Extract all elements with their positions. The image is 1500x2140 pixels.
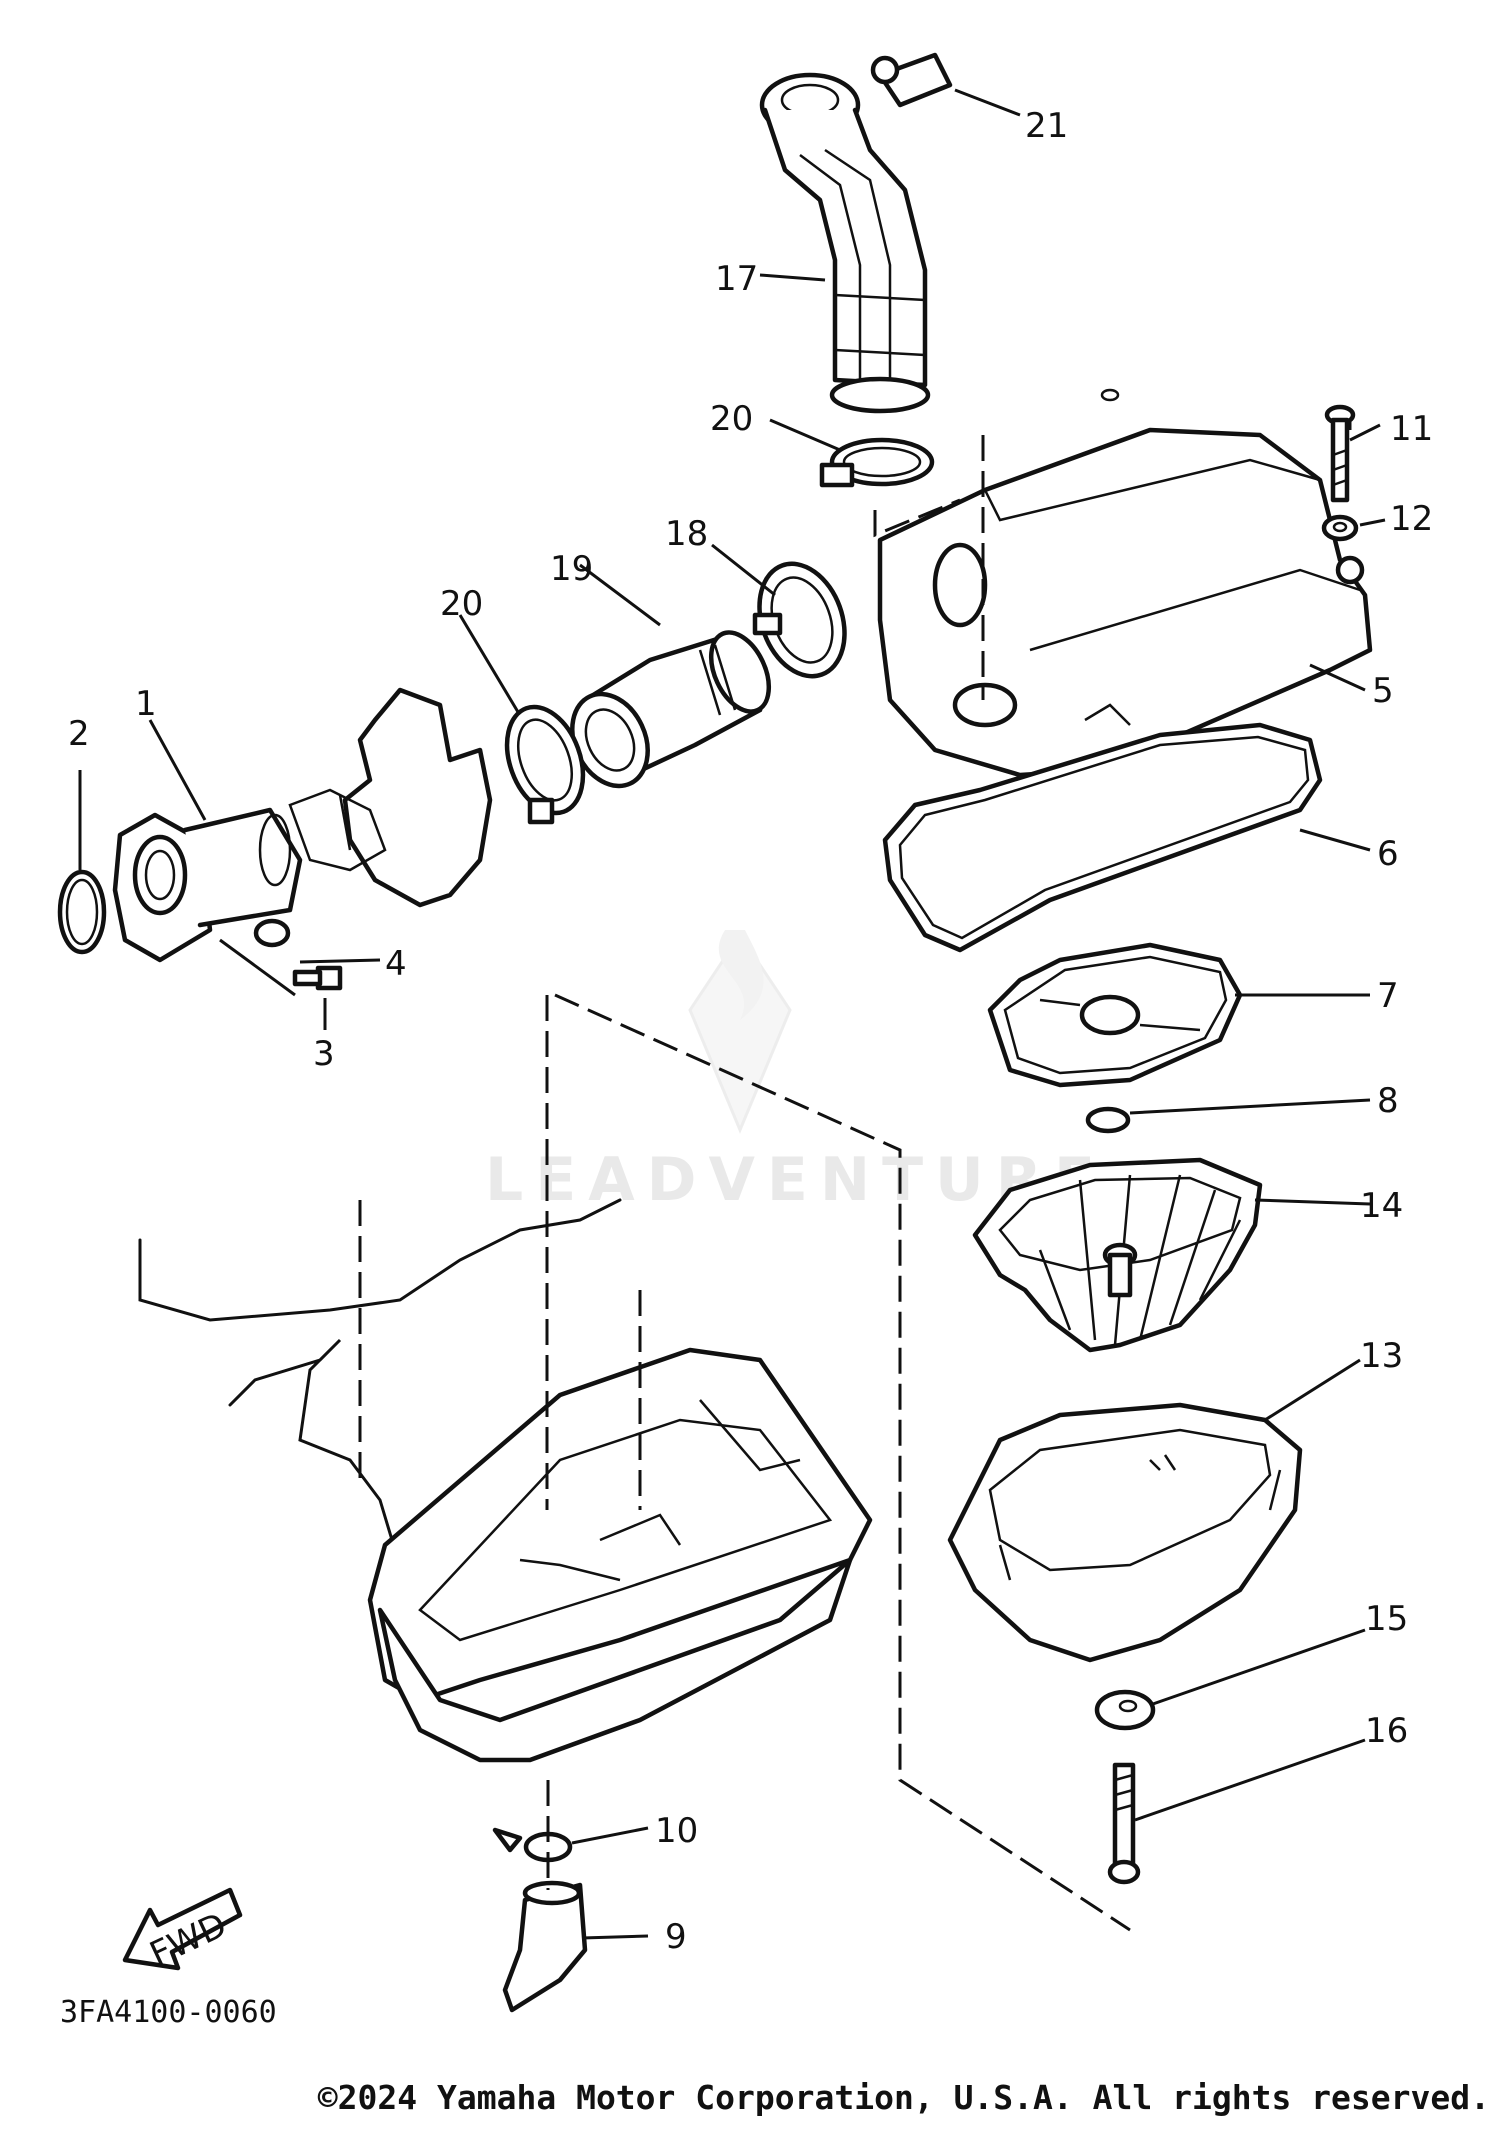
callout-21: 21 <box>1025 106 1068 146</box>
callout-20-upper: 20 <box>710 399 753 439</box>
part-3-bolt[interactable] <box>219 938 343 997</box>
callout-11: 11 <box>1390 409 1433 449</box>
part-10-clip[interactable] <box>492 1827 573 1863</box>
part-16-bolt[interactable] <box>1107 1762 1141 1885</box>
callout-12: 12 <box>1390 499 1433 539</box>
callout-15: 15 <box>1365 1599 1408 1639</box>
part-6-gasket[interactable] <box>882 722 1323 953</box>
callout-19: 19 <box>550 549 593 589</box>
callout-5: 5 <box>1372 671 1394 711</box>
callout-1: 1 <box>135 684 157 724</box>
part-18-clamp[interactable] <box>745 552 860 688</box>
part-2-o-ring[interactable] <box>57 869 107 955</box>
part-7-element-plate[interactable] <box>987 942 1243 1088</box>
part-1-manifold[interactable] <box>112 807 303 963</box>
copyright-notice: ©2024 Yamaha Motor Corporation, U.S.A. A… <box>317 2078 1490 2117</box>
callout-16: 16 <box>1365 1711 1408 1751</box>
carburetor <box>288 687 493 908</box>
callout-7: 7 <box>1377 976 1399 1016</box>
callout-14: 14 <box>1360 1186 1403 1226</box>
part-13-filter-element[interactable] <box>947 1402 1303 1663</box>
part-21-elbow[interactable] <box>870 52 953 108</box>
callout-3: 3 <box>313 1034 335 1074</box>
part-4-nut[interactable] <box>253 918 291 948</box>
diagram-code: 3FA4100-0060 <box>60 1995 277 2030</box>
part-11-bolt[interactable] <box>1324 404 1356 503</box>
part-12-washer[interactable] <box>1321 514 1359 542</box>
part-9-drain[interactable] <box>502 1880 588 2013</box>
part-20-clamp-upper[interactable] <box>819 437 935 488</box>
callout-18: 18 <box>665 514 708 554</box>
callout-20-lower: 20 <box>440 584 483 624</box>
callouts: 21 17 20 11 12 18 19 20 5 1 2 6 4 7 3 8 … <box>68 106 1433 1957</box>
callout-10: 10 <box>655 1811 698 1851</box>
callout-17: 17 <box>715 259 758 299</box>
callout-2: 2 <box>68 714 90 754</box>
airbox-case <box>138 1198 873 1763</box>
part-8-washer[interactable] <box>1085 1106 1131 1134</box>
part-5-airbox-cover[interactable] <box>877 388 1373 778</box>
watermark-text: LEADVENTURE <box>485 1145 1107 1215</box>
callout-13: 13 <box>1360 1336 1403 1376</box>
part-15-washer[interactable] <box>1094 1689 1156 1731</box>
callout-9: 9 <box>665 1917 687 1957</box>
leader-lines <box>78 88 1386 1940</box>
callout-8: 8 <box>1377 1081 1399 1121</box>
part-17-intake-tube[interactable] <box>759 72 931 414</box>
callout-6: 6 <box>1377 834 1399 874</box>
part-20-clamp-lower[interactable] <box>493 696 596 825</box>
part-19-joint[interactable] <box>558 623 780 798</box>
fwd-arrow: FWD <box>122 1887 243 1975</box>
watermark-logo <box>688 930 792 1134</box>
assembly-lines <box>358 435 1131 1932</box>
part-14-element-frame[interactable] <box>972 1157 1263 1353</box>
callout-4: 4 <box>385 944 407 984</box>
